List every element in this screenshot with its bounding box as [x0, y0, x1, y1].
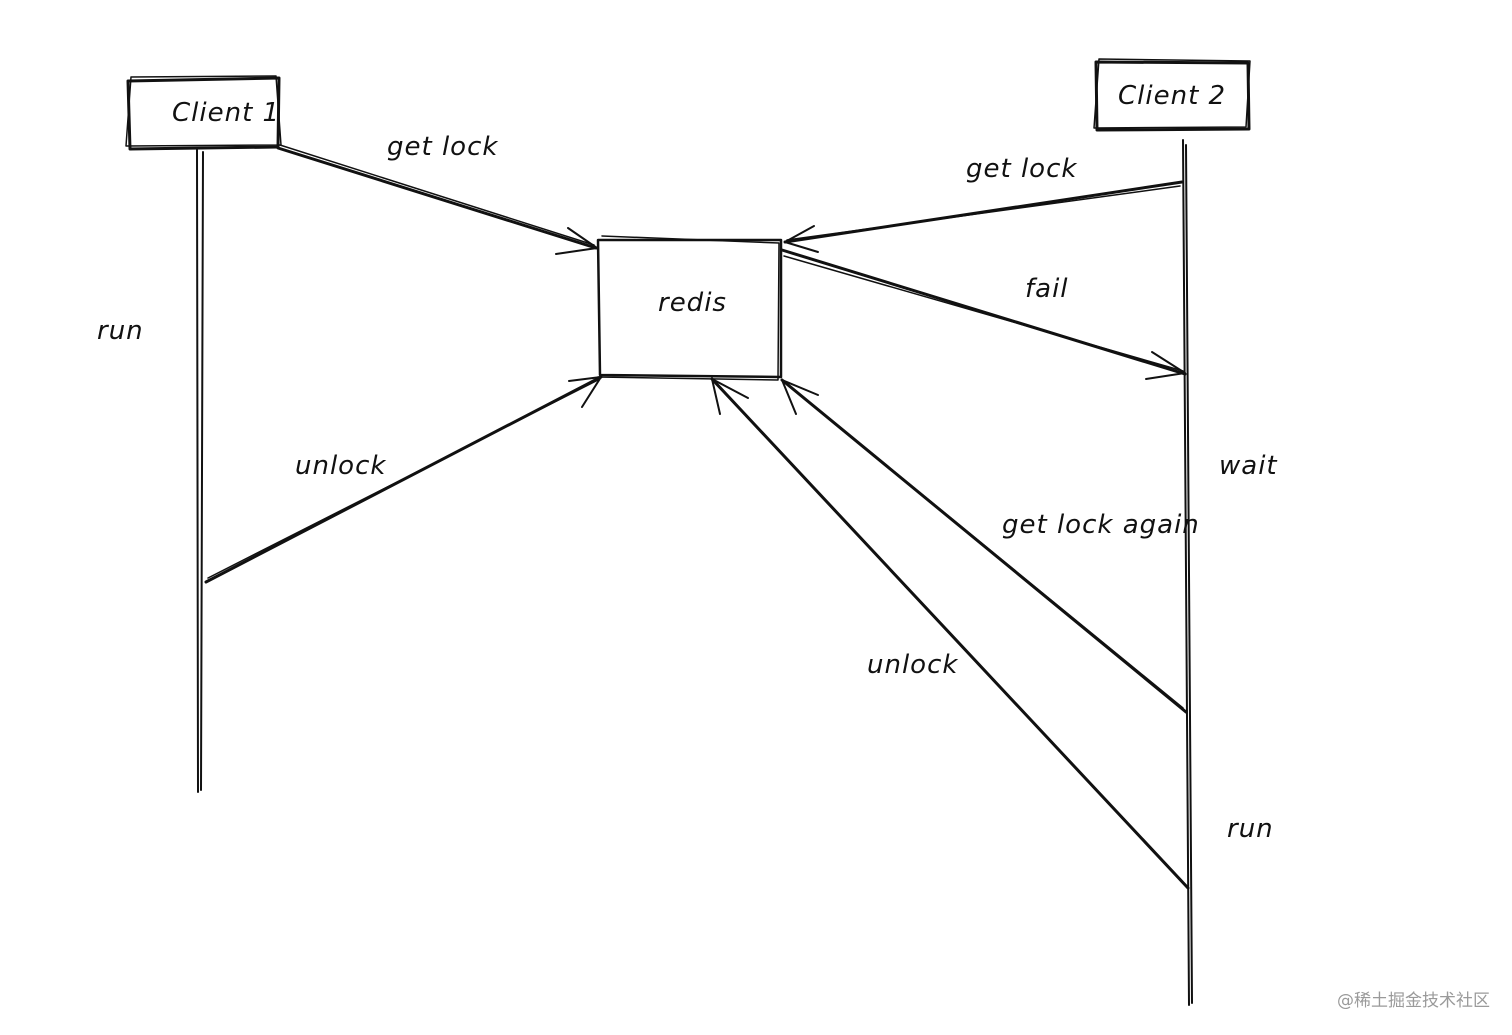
label-c2-run: run [1227, 814, 1274, 844]
client2-label: Client 2 [1118, 81, 1226, 111]
redis-label: redis [658, 288, 727, 318]
watermark: @稀土掘金技术社区 [1337, 991, 1490, 1011]
arrow-fail [780, 248, 1187, 380]
arrow-get-lock-again [780, 378, 1188, 714]
label-fail: fail [1025, 274, 1069, 304]
client1-node: Client 1 [125, 75, 282, 151]
arrow-c2-unlock [710, 377, 1190, 890]
label-c1-run: run [97, 316, 144, 346]
client2-lifeline [1182, 139, 1193, 1006]
label-c2-wait: wait [1219, 451, 1278, 481]
redis-node: redis [596, 235, 783, 381]
client1-label: Client 1 [172, 98, 280, 128]
client2-node: Client 2 [1093, 58, 1251, 132]
label-c2-get-lock: get lock [966, 154, 1077, 184]
arrow-c2-get-lock [783, 180, 1184, 253]
client1-lifeline [196, 149, 204, 793]
arrow-c1-get-lock [276, 144, 598, 255]
label-get-lock-again: get lock again [1002, 510, 1200, 540]
label-c2-unlock: unlock [867, 650, 958, 680]
label-c1-unlock: unlock [295, 451, 386, 481]
arrow-c1-unlock [204, 375, 603, 584]
label-c1-get-lock: get lock [387, 132, 498, 162]
